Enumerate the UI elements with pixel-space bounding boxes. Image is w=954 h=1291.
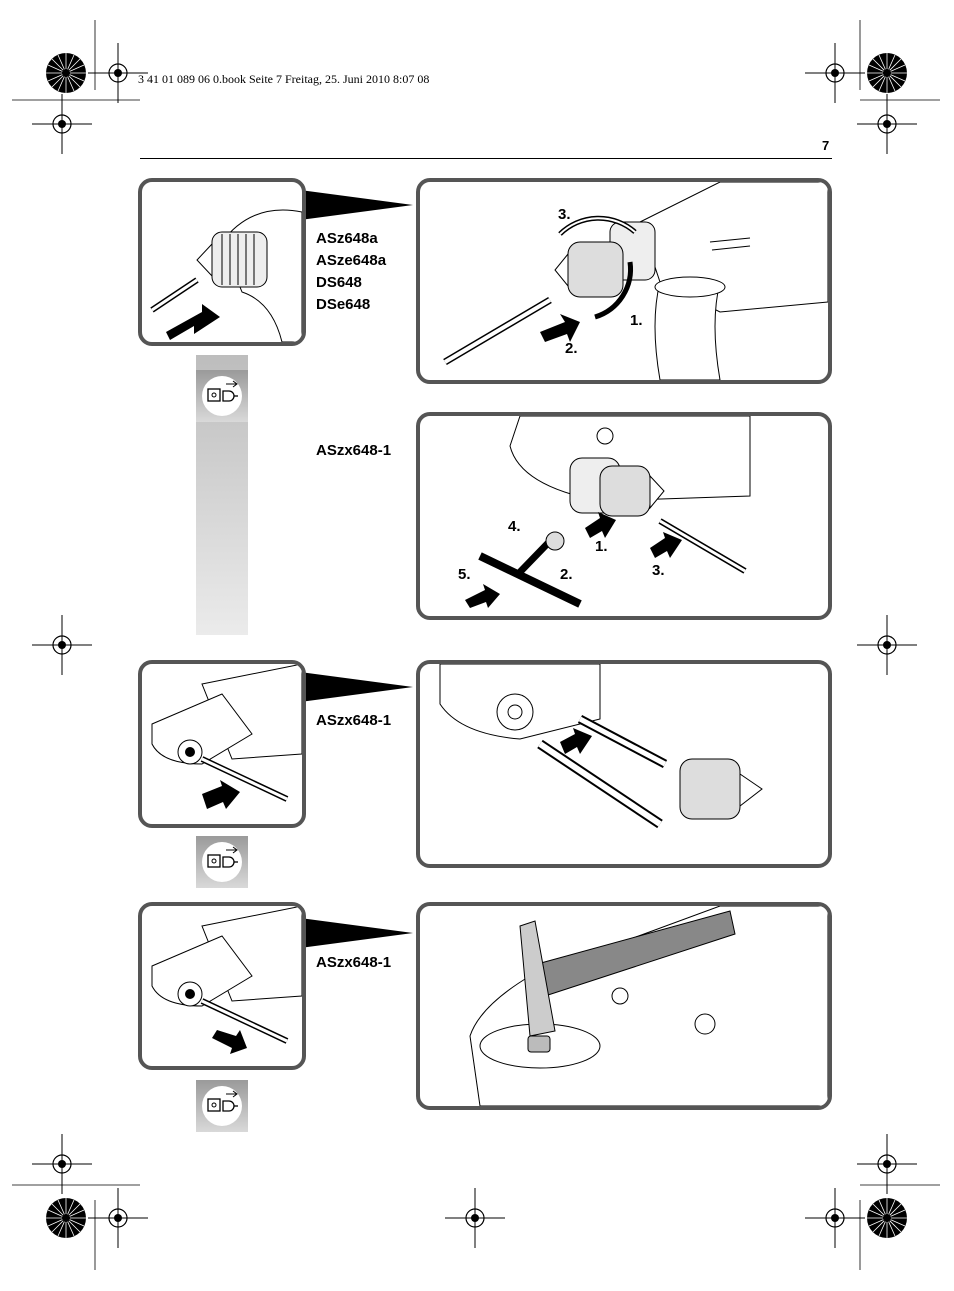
model-name: ASzx648-1 xyxy=(316,712,392,729)
color-wheel-icon xyxy=(45,1197,87,1239)
step-label: 4. xyxy=(508,518,521,535)
registration-mark-icon xyxy=(444,1187,506,1249)
angle-head-illustration xyxy=(151,664,302,809)
step-label: 5. xyxy=(458,566,471,583)
step-label: 2. xyxy=(560,566,573,583)
registration-mark-icon xyxy=(87,1187,149,1249)
panel-keyless-chuck: 3. 1. 2. xyxy=(416,178,832,384)
callout-wedge xyxy=(300,918,413,948)
model-name: ASzx648-1 xyxy=(316,442,392,459)
unplug-icon xyxy=(202,376,242,416)
unplug-icon xyxy=(202,842,242,882)
model-name: DS648 xyxy=(316,274,362,291)
models-list: ASzx648-1 xyxy=(316,710,391,732)
unplug-icon xyxy=(202,1086,242,1126)
page-number: 7 xyxy=(822,138,830,153)
step-label: 1. xyxy=(595,538,608,555)
model-name: DSe648 xyxy=(316,296,371,313)
unplug-icon-tile xyxy=(196,836,248,888)
model-name: ASze648a xyxy=(316,252,387,269)
hammer-release-illustration xyxy=(469,906,828,1106)
model-name: ASz648a xyxy=(316,230,378,247)
color-wheel-icon xyxy=(866,1197,908,1239)
hex-adapter-illustration xyxy=(439,664,763,829)
angle-head-illustration xyxy=(151,906,302,1054)
step-label: 3. xyxy=(558,206,571,223)
registration-mark-icon xyxy=(31,93,93,155)
step-label: 1. xyxy=(630,312,643,329)
panel-hex-adapter xyxy=(416,660,832,868)
unplug-icon-tile xyxy=(196,1080,248,1132)
color-wheel-icon xyxy=(45,52,87,94)
callout-wedge xyxy=(300,190,413,220)
unplug-icon-tile xyxy=(196,370,248,422)
thumb-hex-bit xyxy=(138,660,306,828)
model-name: ASzx648-1 xyxy=(316,954,392,971)
key-chuck-illustration xyxy=(465,416,751,608)
models-list: ASzx648-1 xyxy=(316,952,391,974)
registration-mark-icon xyxy=(856,614,918,676)
models-list: ASzx648-1 xyxy=(316,440,391,462)
panel-hammer-release xyxy=(416,902,832,1110)
thumb-remove-bit xyxy=(138,902,306,1070)
panel-key-chuck: 4. 1. 5. 2. 3. xyxy=(416,412,832,620)
thumb-insert-bit xyxy=(138,178,306,346)
registration-mark-icon xyxy=(856,93,918,155)
file-info: 3 41 01 089 06 0.book Seite 7 Freitag, 2… xyxy=(138,72,430,86)
callout-wedge xyxy=(300,672,413,702)
models-list: ASz648a ASze648a DS648 DSe648 xyxy=(316,228,386,316)
keyless-chuck-illustration xyxy=(443,182,828,380)
step-label: 2. xyxy=(565,340,578,357)
color-wheel-icon xyxy=(866,52,908,94)
registration-mark-icon xyxy=(804,42,866,104)
drill-chuck-illustration xyxy=(150,209,302,342)
header-rule xyxy=(140,158,832,159)
step-label: 3. xyxy=(652,562,665,579)
registration-mark-icon xyxy=(31,614,93,676)
registration-mark-icon xyxy=(804,1187,866,1249)
